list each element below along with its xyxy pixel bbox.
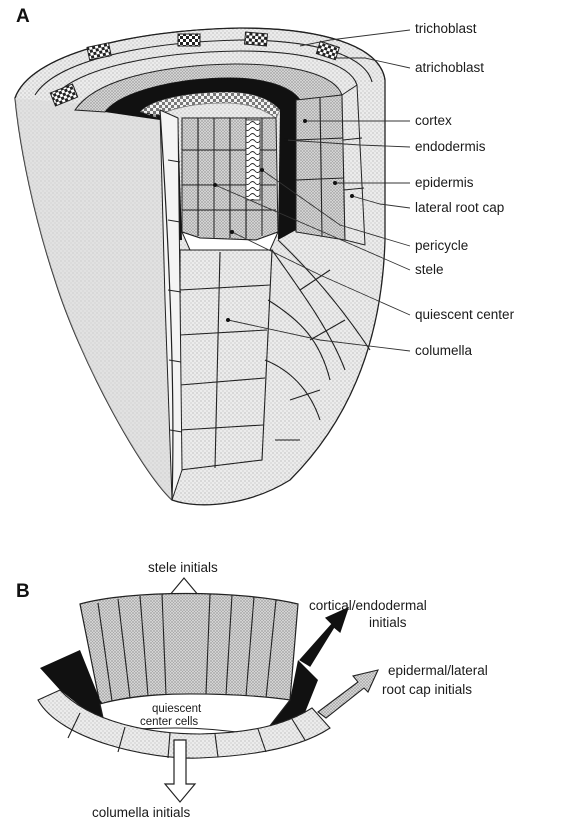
label-columella: columella: [415, 343, 473, 358]
columella-block: [180, 250, 272, 470]
panel-b: B stele initials: [16, 560, 488, 820]
panel-b-letter: B: [16, 581, 30, 602]
label-cortical-line1: cortical/endodermal: [309, 598, 427, 613]
label-epidermal-line2: root cap initials: [382, 682, 472, 697]
panel-a-letter: A: [16, 6, 30, 27]
label-qc-line2: center cells: [140, 716, 198, 728]
epidermal-initials-arrow: [318, 670, 378, 718]
label-pericycle: pericycle: [415, 238, 468, 253]
label-trichoblast: trichoblast: [415, 21, 477, 36]
stele-cut-face: [182, 118, 278, 240]
label-stele-initials: stele initials: [148, 560, 218, 575]
label-columella-initials: columella initials: [92, 805, 191, 820]
panel-a: A: [15, 6, 515, 505]
label-cortex: cortex: [415, 113, 452, 128]
label-qc-line1: quiescent: [152, 703, 202, 715]
label-lateral-root-cap: lateral root cap: [415, 200, 504, 215]
stele-files: [80, 594, 298, 705]
label-endodermis: endodermis: [415, 139, 486, 154]
label-atrichoblast: atrichoblast: [415, 60, 484, 75]
label-cortical-line2: initials: [369, 615, 407, 630]
label-epidermal-line1: epidermal/lateral: [388, 663, 488, 678]
cortical-initials-arrow: [300, 608, 348, 666]
label-epidermis: epidermis: [415, 175, 474, 190]
root-outer-shade: [15, 98, 175, 500]
label-stele: stele: [415, 262, 444, 277]
label-quiescent-center: quiescent center: [415, 307, 515, 322]
